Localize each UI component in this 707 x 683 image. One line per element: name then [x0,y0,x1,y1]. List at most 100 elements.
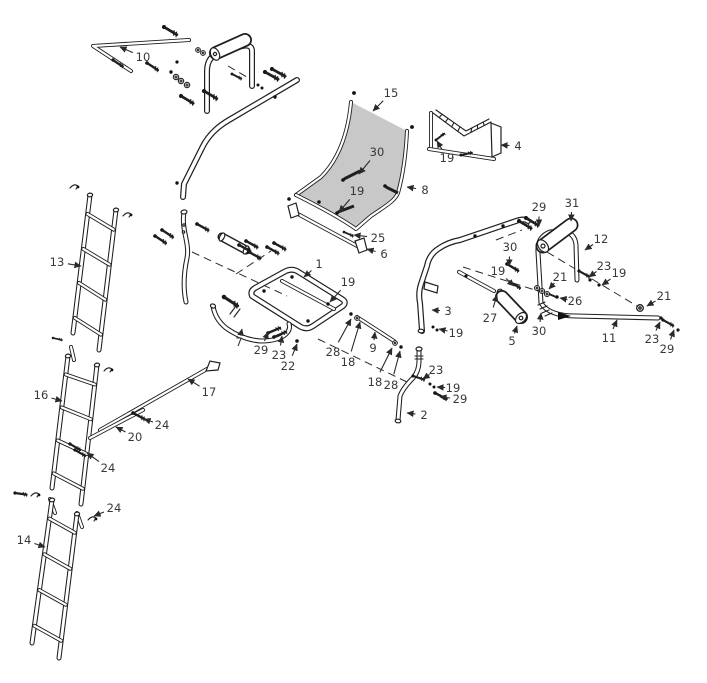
part-callout-28: 28 [384,350,402,392]
part-callout-21: 21 [646,289,671,307]
part-number-label: 24 [155,418,170,432]
part-number-label: 19 [350,184,365,198]
seat-base-frame-assembly [209,237,403,349]
standoff-frame-assembly [394,213,680,424]
tie-rod-part9 [349,312,403,349]
part-callout-23: 23 [422,363,444,380]
part-number-label: 19 [491,264,506,278]
part-number-label: 21 [553,270,568,284]
part-callout-1: 1 [303,257,323,278]
part-number-label: 23 [597,259,612,273]
part-number-label: 23 [272,348,287,362]
roller-part5 [495,290,528,325]
part-callout-19: 19 [438,326,463,340]
part-callout-19: 19 [329,275,356,303]
part-callout-30: 30 [532,312,547,338]
part-number-label: 20 [128,430,143,444]
platform-hardware [109,22,289,185]
part-number-label: 3 [444,304,451,318]
part-number-label: 22 [281,359,296,373]
part-number-label: 29 [660,342,675,356]
part-number-label: 18 [341,355,356,369]
part-callout-13: 13 [50,255,82,269]
part-number-label: 25 [371,231,386,245]
part-callout-20: 20 [115,426,143,444]
part-callout-3: 3 [431,304,452,318]
part-number-label: 27 [483,311,498,325]
part-callout-19: 19 [338,184,365,213]
part-callout-18: 18 [368,347,393,389]
part-callout-8: 8 [406,183,429,197]
part-number-label: 26 [568,294,583,308]
part-number-label: 24 [107,501,122,515]
part-number-label: 15 [384,86,399,100]
tree-bracket-part4 [427,109,502,161]
part-callout-24: 24 [86,452,115,475]
part-callout-30: 30 [358,145,385,175]
part-number-label: 4 [514,139,521,153]
part-callout-5: 5 [508,325,519,348]
backrest-roller [209,33,252,61]
part-callout-7: 7 [235,328,244,349]
part-number-label: 17 [202,385,217,399]
part-callout-16: 16 [34,388,63,403]
part-callout-18: 18 [341,321,362,369]
platform-assembly [91,22,300,200]
leg-tube-part2 [394,346,450,424]
part-callout-29: 29 [532,200,546,227]
part-callout-26: 26 [559,294,583,308]
sling-seat-assembly [287,91,414,254]
part-callout-29: 29 [254,331,269,357]
part-number-label: 30 [370,145,385,159]
part-callout-22: 22 [281,343,298,373]
part-callout-10: 10 [119,46,150,64]
part-callout-2: 2 [406,408,428,422]
part-number-label: 8 [421,183,428,197]
part-number-label: 16 [34,388,49,402]
part-callout-24: 24 [93,501,122,517]
part-callout-19: 19 [436,140,455,165]
part-number-label: 19 [446,381,461,395]
part-callout-14: 14 [17,533,46,549]
dashed-guide-lines [191,65,638,385]
ladder-section-13 [50,184,133,362]
ladder-section-16 [48,353,114,529]
part-callout-29: 29 [660,329,675,356]
roller-part31 [535,217,579,254]
standoff-hardware [503,213,680,332]
part-number-label: 2 [420,408,427,422]
part-number-label: 23 [645,332,660,346]
part-callout-23: 23 [272,335,287,362]
part-callout-28: 28 [326,318,352,359]
part-callout-11: 11 [602,319,618,345]
foot-rest-part7 [209,303,293,344]
part-callout-24: 24 [143,417,170,432]
part-callout-19: 19 [601,266,627,286]
part-callout-12: 12 [584,232,608,251]
part-callout-19: 19 [491,264,515,287]
part-number-label: 19 [440,151,455,165]
part-number-label: 31 [565,196,580,210]
part-number-label: 30 [532,324,547,338]
part-number-label: 19 [612,266,627,280]
seat-fabric [295,102,407,228]
part-callout-23: 23 [588,259,612,278]
part-number-label: 28 [384,378,399,392]
center-post-assembly [151,209,264,305]
part-callout-19: 19 [436,381,461,395]
part-number-label: 18 [368,375,383,389]
part-callout-25: 25 [353,231,386,245]
part-callout-23: 23 [645,321,661,346]
part-callout-30: 30 [503,240,517,267]
part-callout-29: 29 [439,392,467,406]
part-number-label: 13 [50,255,65,269]
part-number-label: 6 [380,247,387,261]
part-number-label: 28 [326,345,341,359]
part-callout-31: 31 [565,196,580,222]
connector-sleeve [193,220,264,262]
part-number-label: 9 [369,341,376,355]
part-number-label: 19 [341,275,356,289]
part-number-label: 23 [429,363,444,377]
